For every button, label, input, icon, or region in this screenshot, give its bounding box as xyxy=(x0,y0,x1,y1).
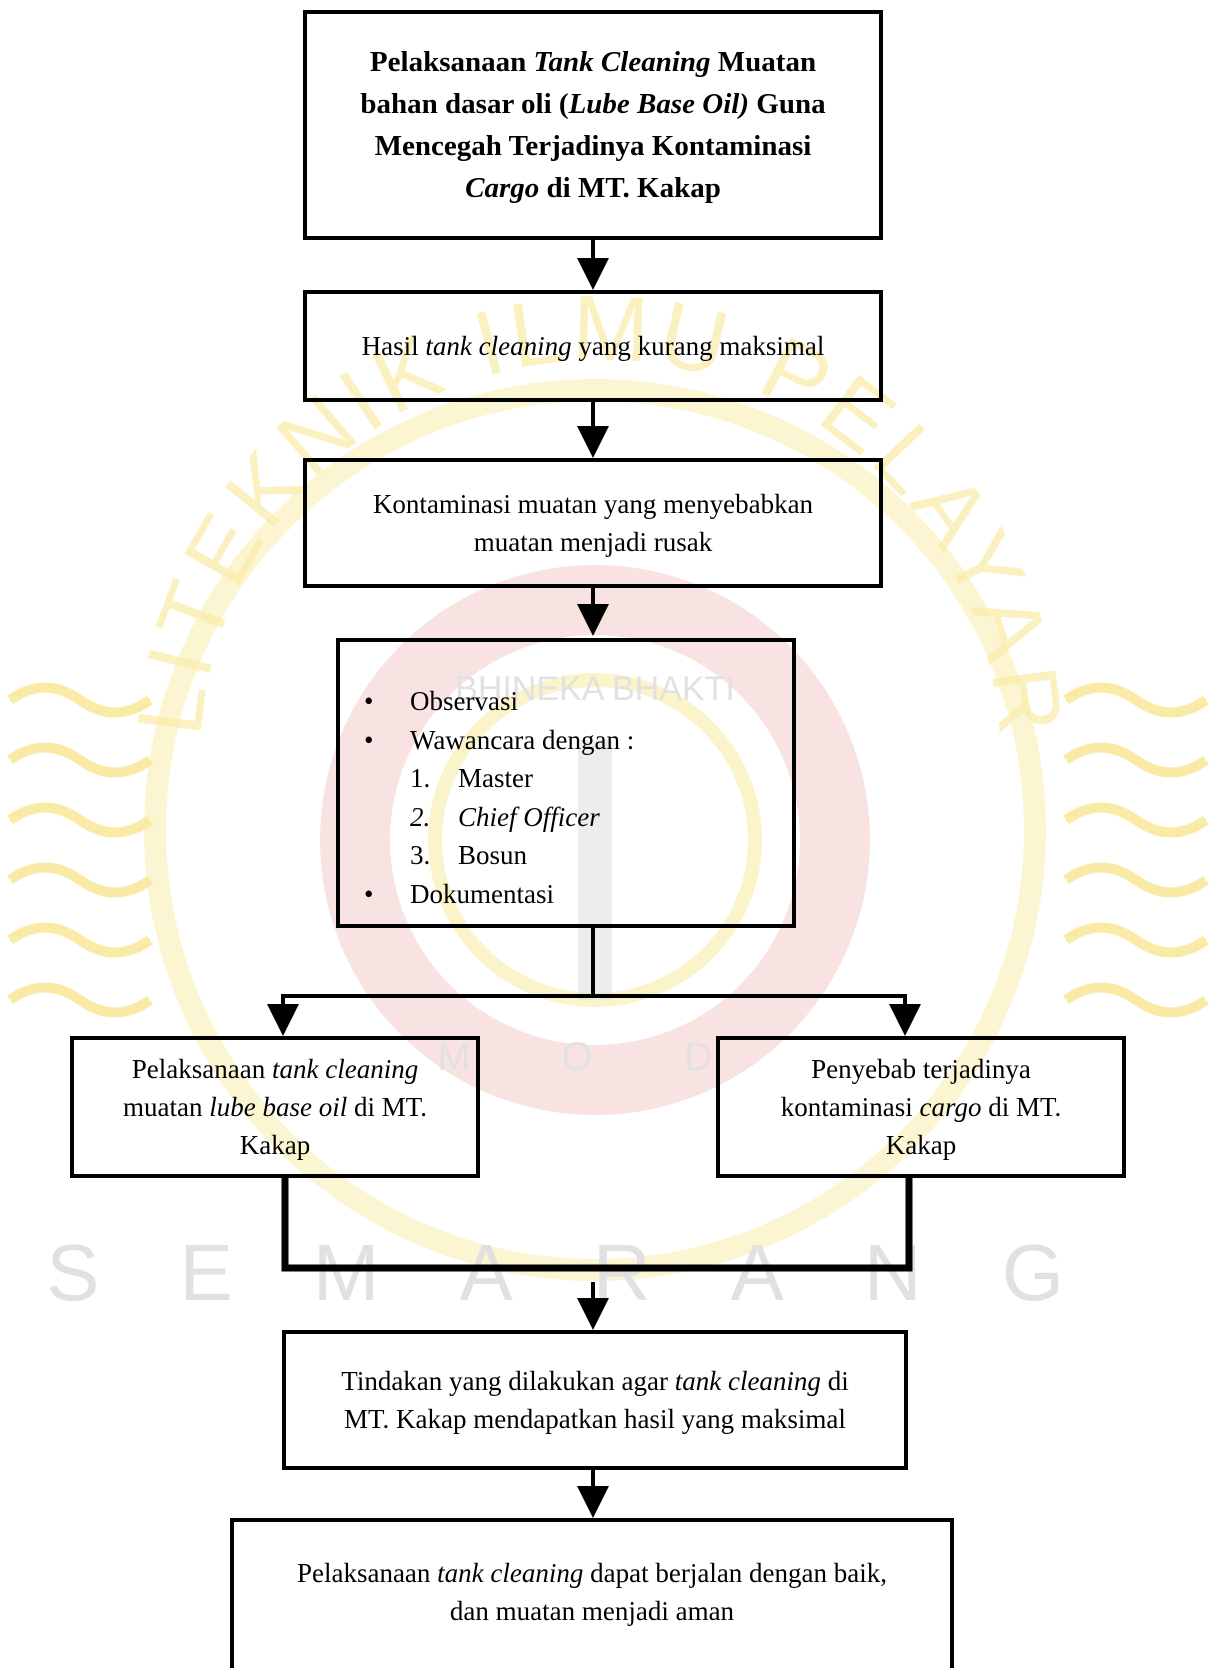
cause-box: Penyebab terjadinya kontaminasi cargo di… xyxy=(716,1036,1126,1178)
watermark-bottom-text: SEMARANG xyxy=(46,1228,1144,1317)
implementation-box: Pelaksanaan tank cleaning muatan lube ba… xyxy=(70,1036,480,1178)
watermark-waves-right xyxy=(1063,682,1209,1018)
result-box: Pelaksanaan tank cleaning dapat berjalan… xyxy=(230,1518,954,1668)
title-box: Pelaksanaan Tank Cleaning Muatan bahan d… xyxy=(303,10,883,240)
line-merge-bracket xyxy=(281,1178,913,1272)
watermark-motto: M O D xyxy=(437,1035,753,1079)
watermark-waves-left xyxy=(7,682,153,1018)
bullet-icon: • xyxy=(364,686,374,716)
list-item: 1.Master xyxy=(410,763,533,793)
problem-box: Hasil tank cleaning yang kurang maksimal xyxy=(303,290,883,402)
methods-box: • Observasi • Wawancara dengan : 1.Maste… xyxy=(336,638,796,928)
methods-list: • Observasi • Wawancara dengan : 1.Maste… xyxy=(364,682,634,914)
action-box: Tindakan yang dilakukan agar tank cleani… xyxy=(282,1330,908,1470)
list-item: 2.Chief Officer xyxy=(410,801,600,832)
list-item: • Dokumentasi xyxy=(364,875,634,914)
list-item: • Wawancara dengan : xyxy=(364,721,634,760)
list-item: • Observasi xyxy=(364,682,634,721)
watermark-inner-circle xyxy=(428,673,762,1007)
bullet-icon: • xyxy=(364,724,374,755)
list-item: 3.Bosun xyxy=(410,840,528,870)
contamination-box: Kontaminasi muatan yang menyebabkan muat… xyxy=(303,458,883,588)
watermark-ribbon-text: BHINEKA BHAKTI xyxy=(455,670,735,708)
bullet-icon: • xyxy=(364,878,374,909)
